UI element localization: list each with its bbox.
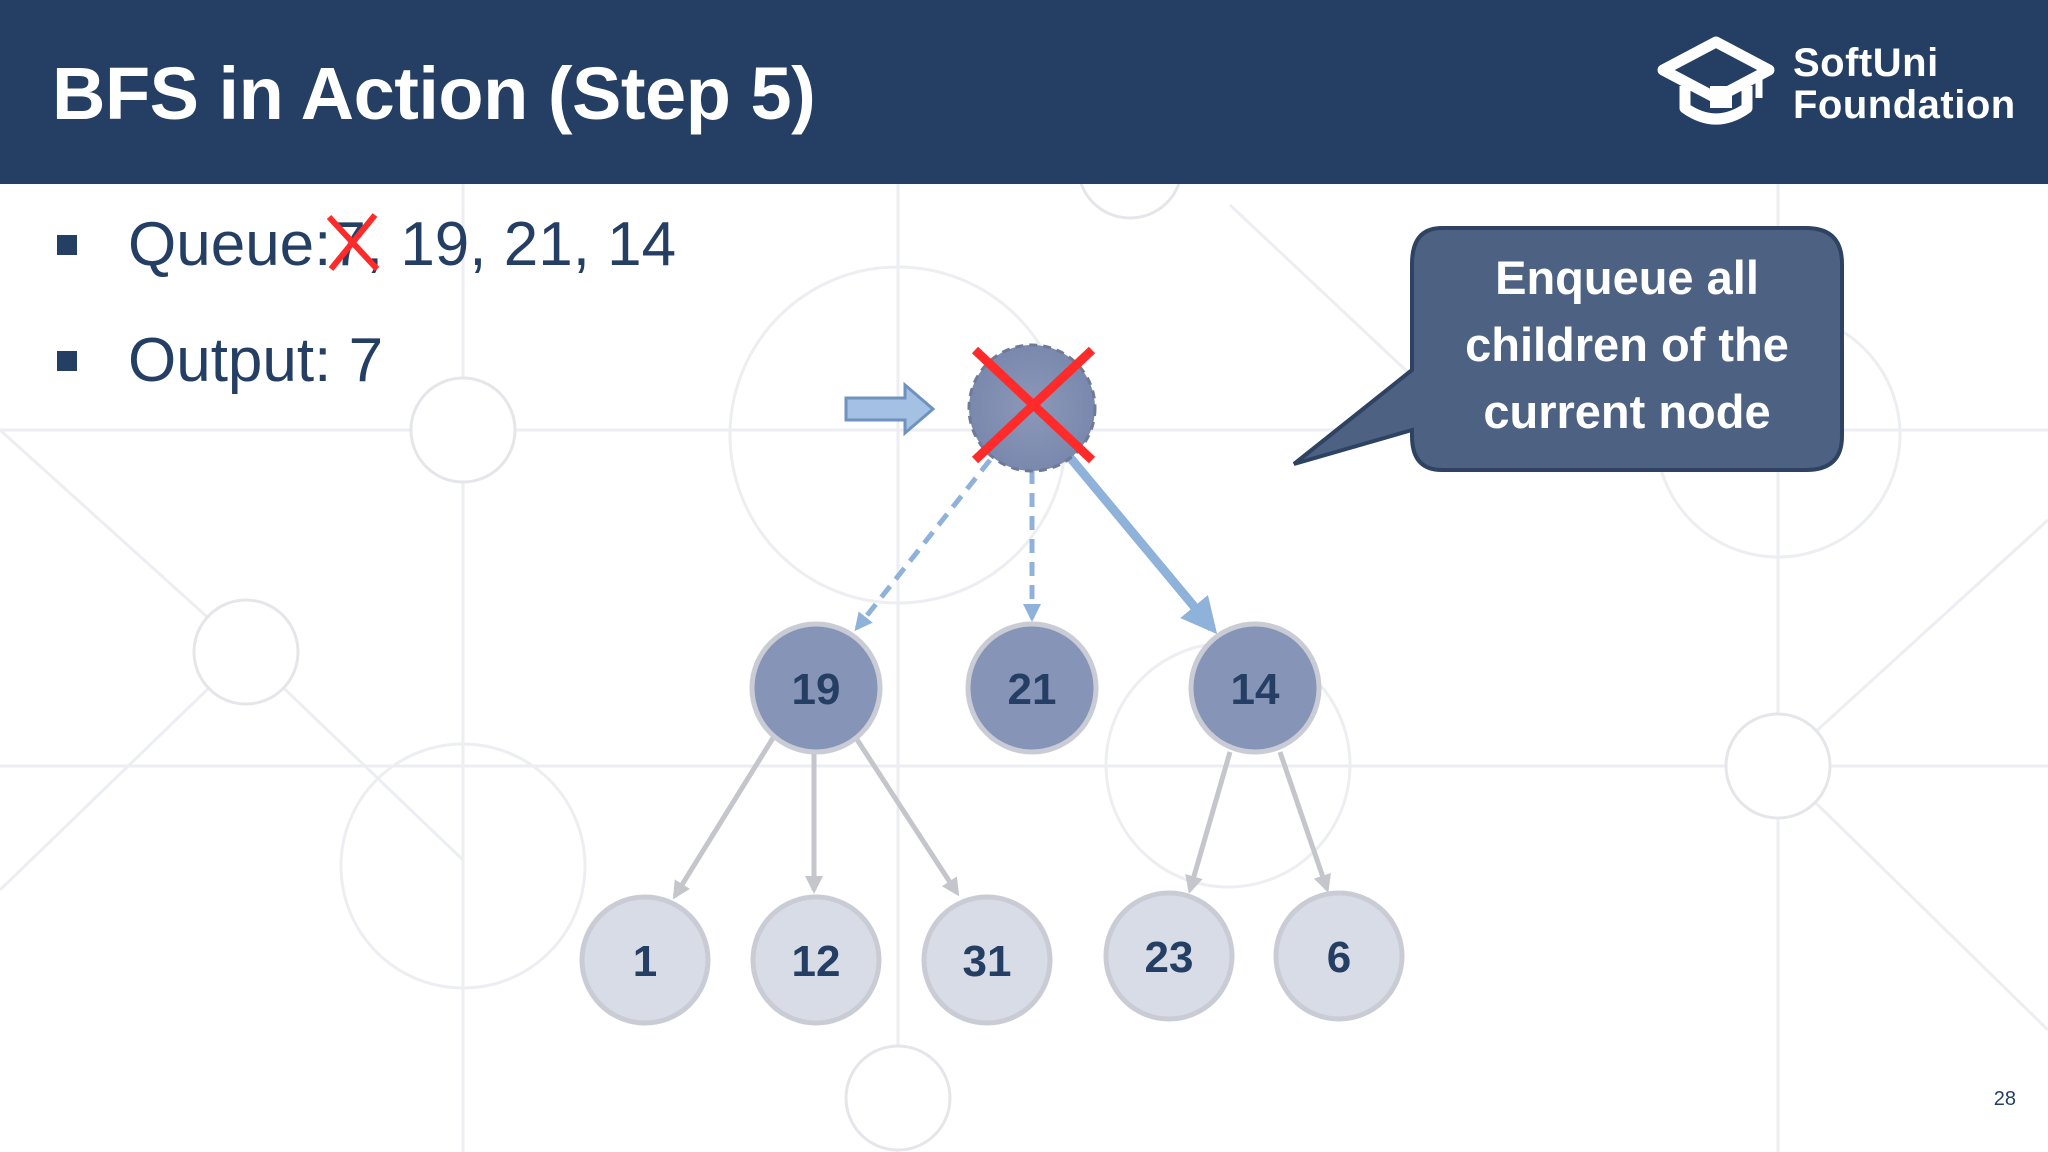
edge-14-23: [1185, 751, 1233, 894]
queue-label: Queue:: [128, 210, 332, 279]
logo-line1: SoftUni: [1793, 41, 1939, 85]
edge-root-14: [1064, 452, 1218, 635]
node-label: 31: [963, 937, 1012, 986]
tree-node-31: 31: [921, 894, 1053, 1026]
title-bar: BFS in Action (Step 5) SoftUni Foundatio…: [0, 0, 2048, 184]
queue-remaining: , 19, 21, 14: [365, 210, 677, 279]
node-label: 23: [1145, 933, 1194, 982]
output-label: Output:: [128, 326, 332, 395]
node-label: 19: [792, 665, 841, 714]
tree-node-6: 6: [1273, 890, 1405, 1022]
current-node-pointer-arrow: [844, 381, 936, 437]
node-label: 21: [1008, 665, 1057, 714]
tree-node-1: 1: [579, 894, 711, 1026]
logo-text: SoftUni Foundation: [1793, 42, 2016, 126]
tree-node-19: 19: [749, 621, 883, 755]
queue-line: Queue:7, 19, 21, 14: [128, 205, 676, 285]
softuni-logo: SoftUni Foundation: [1655, 34, 2015, 144]
tree-node-14: 14: [1188, 621, 1322, 755]
logo-line2: Foundation: [1793, 83, 2016, 127]
slide-title: BFS in Action (Step 5): [52, 52, 816, 135]
node-label: 1: [633, 937, 657, 986]
bullet-marker: [57, 351, 77, 371]
bullet-marker: [57, 235, 77, 255]
output-value: 7: [348, 326, 384, 395]
strike-x-icon: [327, 213, 380, 272]
callout-bubble: [1292, 226, 1844, 472]
edge-14-6: [1277, 751, 1331, 893]
tree-node-12: 12: [750, 894, 882, 1026]
node-label: 6: [1327, 933, 1351, 982]
edge-root-19: [854, 458, 992, 632]
edge-19-1: [672, 736, 776, 900]
edge-19-31: [853, 736, 960, 897]
graduation-cap-icon: [1657, 36, 1775, 125]
tree-node-21: 21: [965, 621, 1099, 755]
callout-text: Enqueue all children of the current node: [1465, 251, 1789, 438]
tree-node-23: 23: [1103, 890, 1235, 1022]
slide-number: 28: [1993, 1088, 2016, 1110]
tree-node-root: [967, 343, 1097, 473]
node-label: 14: [1231, 665, 1280, 714]
queue-removed-item: 7: [327, 205, 380, 285]
output-line: Output: 7: [128, 321, 383, 401]
root-strike-x-icon: [971, 346, 1096, 464]
node-label: 12: [792, 937, 841, 986]
